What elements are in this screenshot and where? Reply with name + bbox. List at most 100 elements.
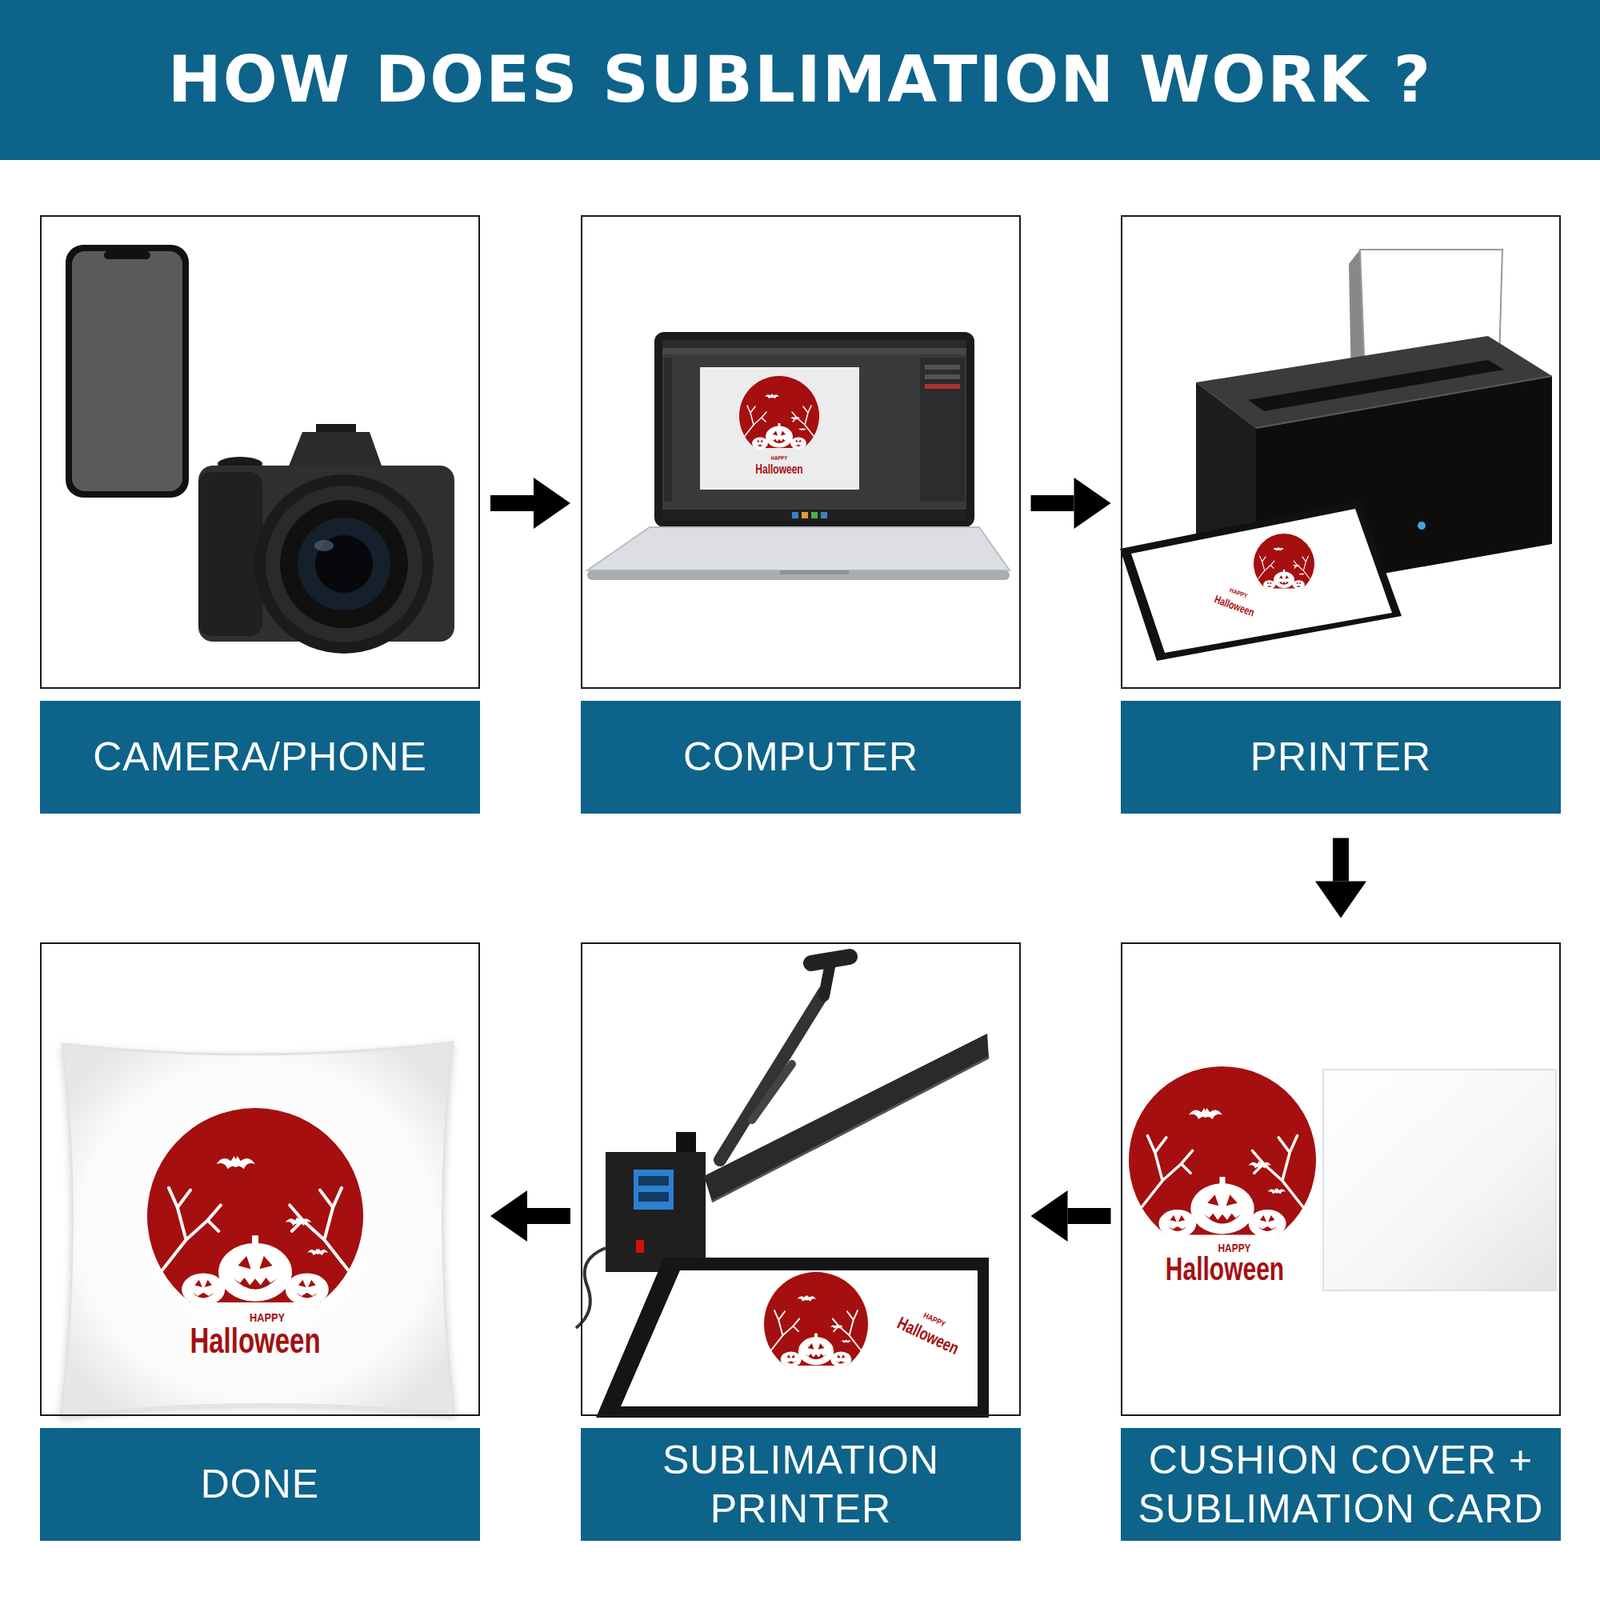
laptop-icon-part — [924, 374, 960, 380]
picture-frame — [580, 942, 1021, 1416]
artwork-text: HAPPY — [1218, 1242, 1252, 1254]
camera-icon-part — [254, 474, 434, 654]
laptop-icon-part — [792, 512, 799, 519]
heat-press-icon-part — [638, 1192, 669, 1202]
flow-arrow — [490, 477, 571, 529]
flow-arrow — [490, 1190, 571, 1242]
laptop-icon-part — [662, 348, 967, 355]
camera-icon-part — [316, 424, 356, 432]
step-box: PRINTER — [1120, 215, 1561, 814]
heat-press-icon-part — [620, 1270, 978, 1407]
camera-icon-part — [314, 540, 334, 552]
printer-icon-part — [1131, 508, 1392, 653]
step-label: SUBLIMATION PRINTER — [588, 1436, 1013, 1534]
step-label: DONE — [48, 1460, 472, 1509]
camera-icon-part — [297, 517, 391, 611]
step-label: CUSHION COVER + SUBLIMATION CARD — [1128, 1436, 1553, 1534]
laptop-icon-part — [801, 512, 808, 519]
arrow-shaft — [1031, 495, 1075, 512]
flow-arrow — [1315, 838, 1367, 919]
laptop-icon-part — [924, 384, 960, 389]
printer-icon-part — [1120, 500, 1402, 661]
laptop-icon-part — [587, 570, 1010, 580]
picture-frame — [40, 942, 480, 1416]
phone-icon-part — [65, 244, 189, 498]
printer-icon-part — [1256, 376, 1552, 428]
artwork-text: Halloween — [755, 463, 803, 476]
laptop-icon-part — [664, 357, 672, 502]
camera-icon-part — [280, 500, 408, 628]
camera-icon — [198, 424, 455, 654]
step-label: COMPUTER — [588, 732, 1013, 782]
step-label: CAMERA/PHONE — [48, 732, 472, 782]
step-label-band: DONE — [40, 1428, 480, 1541]
phone-icon-part — [72, 251, 183, 492]
laptop-icon-part — [811, 512, 818, 519]
arrow-head — [490, 1190, 528, 1242]
step-label-band: PRINTER — [1120, 700, 1561, 814]
arrow-shaft — [490, 495, 534, 512]
arrow-shaft — [527, 1208, 571, 1224]
picture-frame — [580, 215, 1021, 689]
laptop-icon-part — [924, 364, 960, 370]
cushion-cover — [1323, 1069, 1556, 1291]
printer-icon-part — [1417, 521, 1426, 530]
artwork-text: Halloween — [1212, 593, 1256, 619]
arrow-head — [1031, 1190, 1068, 1242]
heat-press-icon — [576, 956, 989, 1418]
step-label: PRINTER — [1128, 732, 1553, 782]
step-box: COMPUTER — [580, 215, 1021, 814]
halloween-artwork — [1253, 533, 1315, 590]
arrow-head — [533, 477, 571, 529]
artwork-text: Halloween — [189, 1323, 320, 1359]
heat-press-icon-part — [712, 1057, 989, 1202]
heat-press-icon-part — [704, 1033, 989, 1202]
laptop-icon-part — [662, 509, 967, 521]
arrow-head — [1315, 881, 1367, 919]
step-box: CUSHION COVER + SUBLIMATION CARD — [1120, 942, 1561, 1541]
halloween-artwork — [764, 1272, 868, 1368]
artwork-text: Halloween — [894, 1314, 961, 1358]
laptop-icon — [587, 332, 1010, 580]
laptop-icon-part — [662, 340, 967, 521]
artwork-text: HAPPY — [771, 455, 788, 461]
picture-frame — [1120, 215, 1561, 689]
camera-icon-part — [288, 432, 383, 468]
artwork-text: Halloween — [1165, 1252, 1284, 1285]
artwork-text: HAPPY — [922, 1311, 948, 1328]
laptop-icon-part — [780, 570, 849, 575]
arrow-head — [1074, 477, 1112, 529]
step-label-band: SUBLIMATION PRINTER — [580, 1428, 1021, 1541]
heat-press-icon-part — [638, 1176, 669, 1186]
camera-icon-part — [265, 485, 423, 643]
printer-icon — [1120, 249, 1552, 661]
halloween-artwork — [1128, 1066, 1316, 1238]
heat-press-icon-part — [811, 956, 850, 964]
step-label-band: COMPUTER — [580, 700, 1021, 814]
arrow-shaft — [1068, 1208, 1112, 1224]
artwork-text: HAPPY — [249, 1311, 285, 1324]
heat-press-icon-part — [752, 1064, 792, 1120]
heat-press-icon-part — [605, 1152, 706, 1272]
laptop-icon-part — [820, 512, 828, 519]
step-label-band: CAMERA/PHONE — [40, 700, 480, 814]
laptop-icon-part — [587, 527, 1010, 571]
heat-press-icon-part — [636, 1240, 644, 1253]
laptop-icon-part — [920, 357, 965, 502]
camera-icon-part — [198, 472, 263, 636]
picture-frame — [40, 215, 480, 689]
camera-icon-part — [315, 535, 373, 593]
laptop-icon-part — [700, 367, 860, 490]
laptop-icon-part — [654, 332, 975, 528]
step-box: CAMERA/PHONE — [40, 215, 480, 814]
halloween-artwork — [147, 1108, 364, 1306]
picture-frame — [1120, 942, 1561, 1416]
flow-arrow — [1031, 477, 1112, 529]
phone-icon — [65, 244, 189, 498]
step-label-band: CUSHION COVER + SUBLIMATION CARD — [1120, 1428, 1561, 1541]
heat-press-icon-part — [676, 1132, 696, 1152]
title-band: HOW DOES SUBLIMATION WORK ? — [0, 0, 1600, 160]
title-text: HOW DOES SUBLIMATION WORK ? — [168, 44, 1432, 116]
step-box: DONE — [40, 942, 480, 1541]
